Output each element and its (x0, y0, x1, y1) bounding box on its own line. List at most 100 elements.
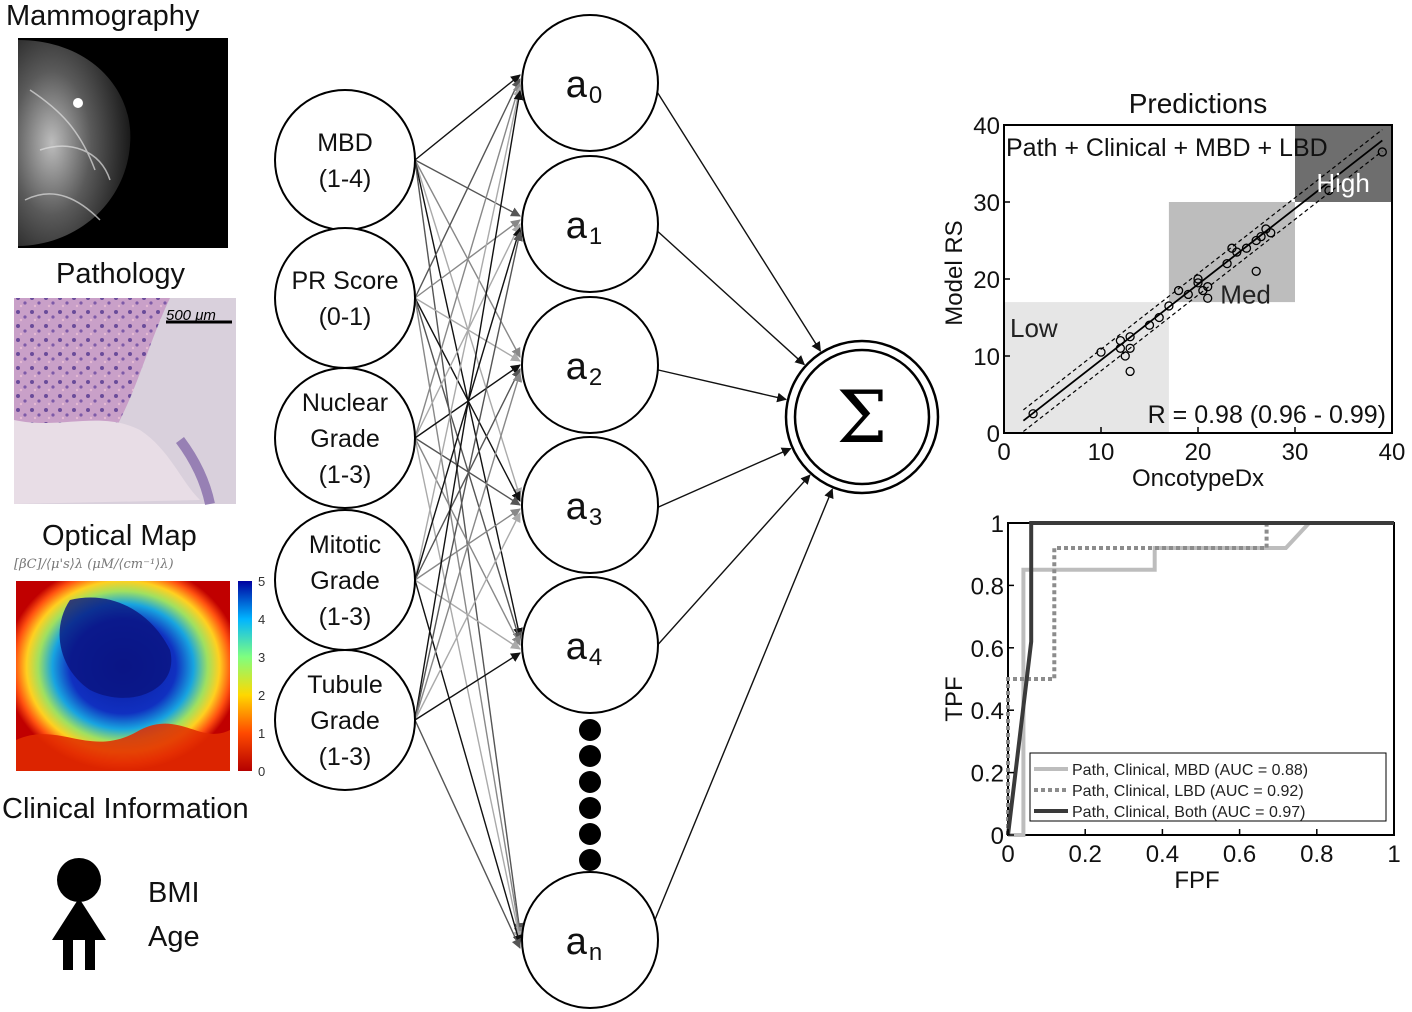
hidden-node-circle (521, 576, 659, 714)
scatter-point (1183, 289, 1193, 300)
x-tick-label: 0.8 (1300, 841, 1333, 868)
input-node-label: Grade (310, 567, 379, 595)
edge-input-1-hidden-0 (414, 78, 521, 299)
y-tick-label: 0 (987, 421, 1000, 448)
edge-hidden-4-output (653, 474, 811, 650)
clinical-information-title: Clinical Information (2, 793, 249, 825)
y-tick-label: 0.2 (971, 761, 1004, 788)
scatter-point (1125, 343, 1135, 353)
sum-symbol: Σ (837, 375, 888, 459)
edge-input-3-hidden-5 (414, 579, 523, 945)
y-tick-label: 0 (991, 823, 1004, 850)
edge-hidden-5-output (653, 488, 834, 923)
edge-input-3-hidden-0 (414, 86, 523, 581)
legend-entry: Path, Clinical, LBD (AUC = 0.92) (1072, 783, 1304, 800)
y-axis-label: Model RS (941, 220, 968, 325)
hidden-node-subscript: 0 (589, 82, 602, 109)
scatter-point (1261, 224, 1271, 234)
edge-input-2-hidden-0 (414, 82, 523, 439)
ellipsis-dot (579, 823, 601, 845)
scatter-point (1203, 282, 1213, 292)
input-node-circle (274, 367, 416, 509)
x-tick-label: 30 (1282, 439, 1309, 466)
scatter-point (1164, 301, 1174, 311)
input-node-label: Tubule (307, 671, 383, 699)
optical-map-title: Optical Map (42, 520, 197, 552)
x-tick-label: 10 (1088, 439, 1115, 466)
correlation-stat: R = 0.98 (0.96 - 0.99) (1148, 401, 1386, 429)
scatter-point (1251, 266, 1261, 276)
scatter-point (1173, 285, 1184, 296)
input-node-circle (274, 89, 416, 231)
risk-region-high (1295, 125, 1392, 202)
hidden-node: a3 (521, 436, 659, 574)
risk-region-low (1004, 302, 1169, 433)
optical-map-formula: [βC]/⟨μ's⟩λ (μM/⟨cm⁻¹⟩λ) (14, 557, 174, 572)
hidden-node: a4 (521, 576, 659, 714)
edge-input-4-hidden-0 (414, 90, 524, 721)
scatter-point (1203, 293, 1213, 303)
edge-input-3-hidden-4 (414, 579, 521, 650)
region-label-med: Med (1220, 280, 1271, 310)
colorbar-tick-label: 0 (258, 764, 265, 779)
colorbar-tick-label: 5 (258, 574, 265, 589)
y-tick-label: 20 (973, 267, 1000, 294)
confidence-band-upper (1023, 129, 1383, 411)
input-node-label: (1-3) (319, 743, 372, 771)
legend-entry: Path, Clinical, Both (AUC = 0.97) (1072, 804, 1305, 821)
edge-input-4-hidden-2 (414, 372, 523, 721)
input-node-label: (0-1) (319, 303, 372, 331)
input-node-label: (1-4) (319, 165, 372, 193)
input-node-label: Grade (310, 425, 379, 453)
edge-input-0-hidden-0 (414, 74, 521, 161)
x-axis-label: OncotypeDx (1132, 465, 1264, 492)
colorbar-tick-label: 2 (258, 688, 265, 703)
hidden-node-circle (521, 14, 659, 152)
hidden-node: a1 (521, 155, 659, 293)
roc-plot-frame (1007, 522, 1395, 836)
input-node-label: Grade (310, 707, 379, 735)
clinical-item-age: Age (148, 921, 200, 953)
y-tick-label: 1 (991, 511, 1004, 538)
scatter-point (1241, 243, 1252, 253)
scatter-point (1193, 274, 1203, 284)
x-tick-label: 0.6 (1223, 841, 1256, 868)
scatter-point (1125, 332, 1135, 342)
edge-hidden-2-output (653, 368, 787, 403)
scatter-point (1222, 258, 1232, 269)
hidden-node-circle (521, 871, 659, 1009)
edge-input-1-hidden-4 (414, 297, 523, 642)
colorbar (238, 581, 252, 771)
clinical-item-bmi: BMI (148, 877, 200, 909)
hidden-node-circle (521, 296, 659, 434)
hidden-output-connections (653, 86, 834, 923)
edge-input-2-hidden-4 (414, 437, 521, 646)
scatter-point (1120, 351, 1130, 361)
hidden-node-label: a4 (566, 626, 603, 671)
output-sum-node: Σ (784, 339, 940, 495)
input-node-label: Nuclear (302, 389, 388, 417)
ellipsis-dot (579, 797, 601, 819)
input-node-label: MBD (317, 129, 373, 157)
region-label-low: Low (1010, 313, 1058, 343)
edge-input-4-hidden-3 (414, 512, 521, 721)
x-tick-label: 0.4 (1146, 841, 1179, 868)
legend-box (1029, 752, 1387, 822)
hidden-node-circle (521, 155, 659, 293)
x-tick-label: 0 (1001, 841, 1014, 868)
input-layer: MBD(1-4)PR Score(0-1)NuclearGrade(1-3)Mi… (274, 89, 416, 791)
x-tick-label: 0 (997, 439, 1010, 466)
ellipsis-dot (579, 849, 601, 871)
roc-chart: Path, Clinical, MBD (AUC = 0.88)Path, Cl… (941, 511, 1401, 894)
edge-input-1-hidden-3 (414, 297, 521, 502)
input-node-label: (1-3) (319, 461, 372, 489)
edge-hidden-1-output (653, 227, 805, 366)
y-tick-label: 0.8 (971, 573, 1004, 600)
x-tick-label: 0.2 (1069, 841, 1102, 868)
mammography-image (18, 38, 228, 248)
roc-series-line-0 (1008, 521, 1394, 837)
scatter-point (1232, 247, 1242, 257)
